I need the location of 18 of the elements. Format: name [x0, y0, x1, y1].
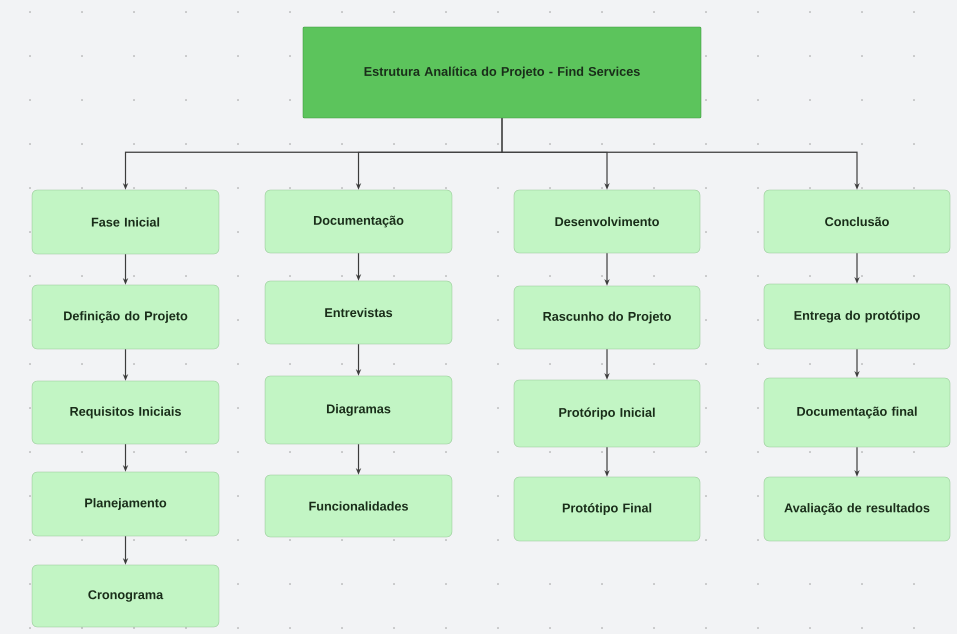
task-box: Cronograma [32, 564, 220, 628]
task-box: Conclusão [764, 190, 950, 254]
task-box: Entrega do protótipo [764, 284, 950, 350]
task-box: Avaliação de resultados [764, 476, 950, 542]
task-box: Definição do Projeto [32, 284, 220, 350]
task-box: Diagramas [264, 376, 452, 444]
task-box: Funcionalidades [264, 474, 452, 538]
task-box: Fase Inicial [32, 190, 220, 254]
task-box: Desenvolvimento [514, 190, 700, 254]
task-box: Requisitos Iniciais [32, 380, 220, 444]
title-box: Estrutura Analítica do Projeto - Find Services [302, 26, 702, 118]
task-box: Documentação [264, 190, 452, 254]
task-box: Entrevistas [264, 280, 452, 344]
task-box: Documentação final [764, 378, 950, 448]
task-box: Rascunho do Projeto [514, 286, 700, 350]
task-box: Protótipo Final [514, 476, 700, 542]
task-box: Protóripo Inicial [514, 380, 700, 448]
task-box: Planejamento [32, 472, 220, 536]
